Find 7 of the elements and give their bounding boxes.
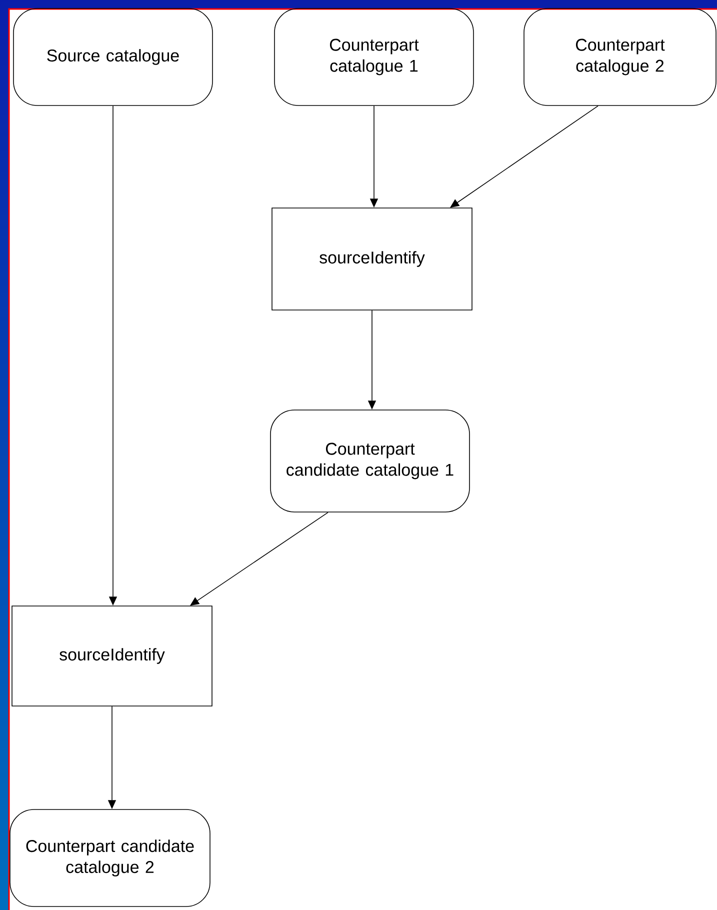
catalogue-box: Counterpart candidate catalogue 1 [270,410,470,512]
catalogue-box: Source catalogue [13,8,213,106]
catalogue-box: Counterpart catalogue 1 [274,8,474,106]
process-box: sourceIdentify [272,208,472,310]
catalogue-box: Counterpart candidate catalogue 2 [10,809,210,907]
process-box: sourceIdentify [12,606,212,706]
catalogue-box: Counterpart catalogue 2 [524,8,716,106]
